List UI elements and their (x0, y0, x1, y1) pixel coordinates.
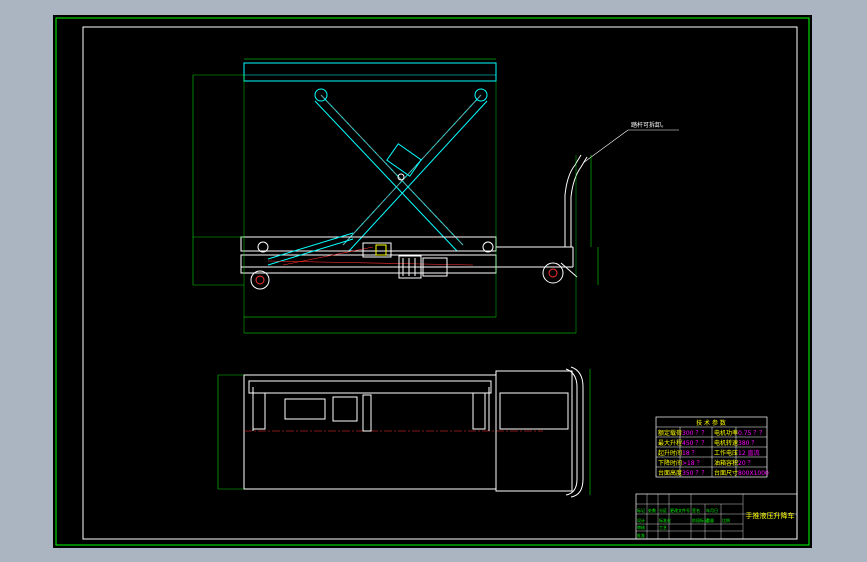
tech-label: 台面高度 (658, 469, 682, 477)
title-cell: 年月日 (706, 507, 718, 513)
drawing-sheet: 踏杆可拆卸。 (53, 15, 812, 548)
motor-unit (398, 255, 422, 279)
drawing-title: 手推液压升降车 (746, 511, 795, 520)
title-cell: 处数 (648, 507, 656, 513)
top-view (217, 366, 591, 498)
title-cell: 标准化 (659, 517, 671, 523)
tech-value-2: 380 ？ (738, 440, 757, 447)
tech-row: 最大升程 450 ？？ 电机转速 380 ？ (658, 439, 757, 447)
tech-value: 18 ？ (682, 450, 698, 457)
annotation-leader (582, 129, 629, 164)
title-cell: 标记 (637, 507, 645, 513)
center-bracket (386, 143, 422, 177)
title-cell: 分区 (659, 507, 667, 513)
title-cell: 比例 (722, 517, 730, 523)
title-cell: 工艺 (659, 525, 667, 530)
side-view: 踏杆可拆卸。 (192, 58, 679, 334)
tech-value: >18 ？ (682, 460, 703, 467)
top-handle-box (495, 370, 573, 492)
pivot-top-right (474, 88, 488, 102)
valve-block (362, 242, 392, 258)
title-cell: 审核 (637, 524, 645, 530)
tech-label-2: 工作电压 (714, 449, 738, 457)
tech-row: 台面高度 350 ？？ 台面尺寸 800X1000 (658, 469, 769, 477)
push-handle (564, 154, 582, 247)
title-cell: 设计 (637, 517, 645, 523)
top-motor (284, 398, 326, 420)
scissor-arm-a (320, 94, 464, 246)
tech-value-2: 800X1000 (738, 470, 769, 477)
base-rail-bottom (240, 254, 497, 274)
tech-value: 300 ？？ (682, 430, 707, 437)
tech-label-2: 台面尺寸 (714, 469, 738, 477)
title-cell: 签名 (692, 507, 700, 513)
tech-label: 额定载荷 (658, 429, 682, 437)
tech-row: 起升时间 18 ？ 工作电压 12 直流 (658, 449, 760, 457)
title-block: 标记 处数 分区 更改文件号 签名 年月日 设计 标准化 阶段标记 重量 比例 … (635, 493, 798, 540)
tech-label: 下降时间 (658, 459, 682, 467)
inner-frame (82, 26, 798, 540)
title-cell: 批准 (637, 532, 645, 538)
tech-row: 额定载荷 300 ？？ 电机功率 0.75 ？？ (658, 429, 765, 437)
title-cell: 重量 (706, 517, 714, 523)
outer-frame (55, 17, 810, 546)
front-wheel (542, 262, 564, 284)
tech-value: 350 ？？ (682, 470, 707, 477)
tech-value-2: 20 ？ (738, 460, 754, 467)
platform-top (243, 62, 497, 82)
tech-label-2: 油箱容积 (714, 459, 738, 467)
tech-label-2: 电机功率 (714, 429, 738, 437)
tech-row: 下降时间 >18 ？ 油箱容积 20 ？ (658, 459, 754, 467)
top-handle (565, 368, 578, 496)
top-frame (243, 374, 497, 490)
drawing-svg: 踏杆可拆卸。 (55, 17, 810, 546)
pivot-top-left (314, 88, 328, 102)
tech-value-2: 12 直流 (738, 449, 760, 457)
tech-value-2: 0.75 ？？ (738, 430, 765, 437)
rear-wheel (250, 270, 270, 290)
center-pivot (397, 173, 405, 181)
tech-label-2: 电机转速 (714, 439, 738, 447)
title-cell: 更改文件号 (670, 507, 690, 513)
annotation-text: 踏杆可拆卸。 (631, 121, 667, 129)
tech-value: 450 ？？ (682, 440, 707, 447)
tech-label: 最大升程 (658, 439, 682, 447)
tech-table-header: 技 术 参 数 (696, 419, 726, 427)
tech-table: 技 术 参 数 额定载荷 300 ？？ 电机功率 0.75 ？？ 最大升程 45… (655, 416, 769, 478)
title-cell: 阶段标记 (692, 517, 708, 523)
tech-label: 起升时间 (658, 449, 682, 457)
hydraulic-cylinder (267, 232, 354, 260)
